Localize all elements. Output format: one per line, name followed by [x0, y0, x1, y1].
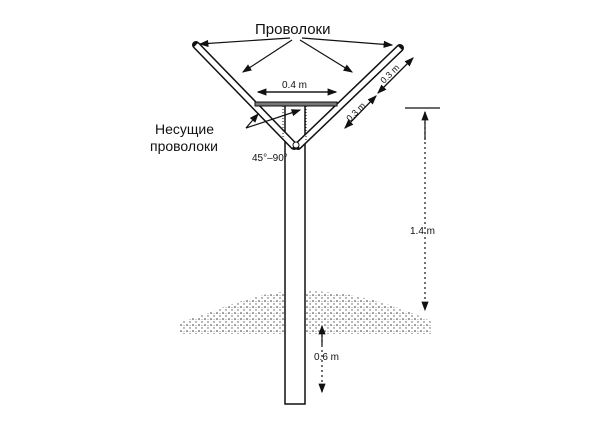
arm-segment-lower-label: 0.3 m [344, 100, 367, 123]
depth-label: 0.6 m [314, 352, 339, 363]
left-arm [192, 41, 298, 150]
crossbar [254, 101, 338, 107]
wires-arrows [198, 37, 394, 129]
support-wires-label-1: Несущие [155, 121, 214, 137]
arm-dimensions [344, 57, 414, 129]
pivot [292, 141, 300, 149]
crossbar-width-label: 0.4 m [282, 80, 307, 91]
support-wires-label-2: проволоки [150, 138, 218, 154]
right-arm [294, 44, 404, 150]
angle-label: 45°–90° [252, 153, 288, 164]
height-label: 1.4 m [410, 226, 435, 237]
height-dimension [405, 107, 440, 312]
ground-mound [180, 290, 432, 334]
wires-label: Проволоки [255, 21, 330, 38]
